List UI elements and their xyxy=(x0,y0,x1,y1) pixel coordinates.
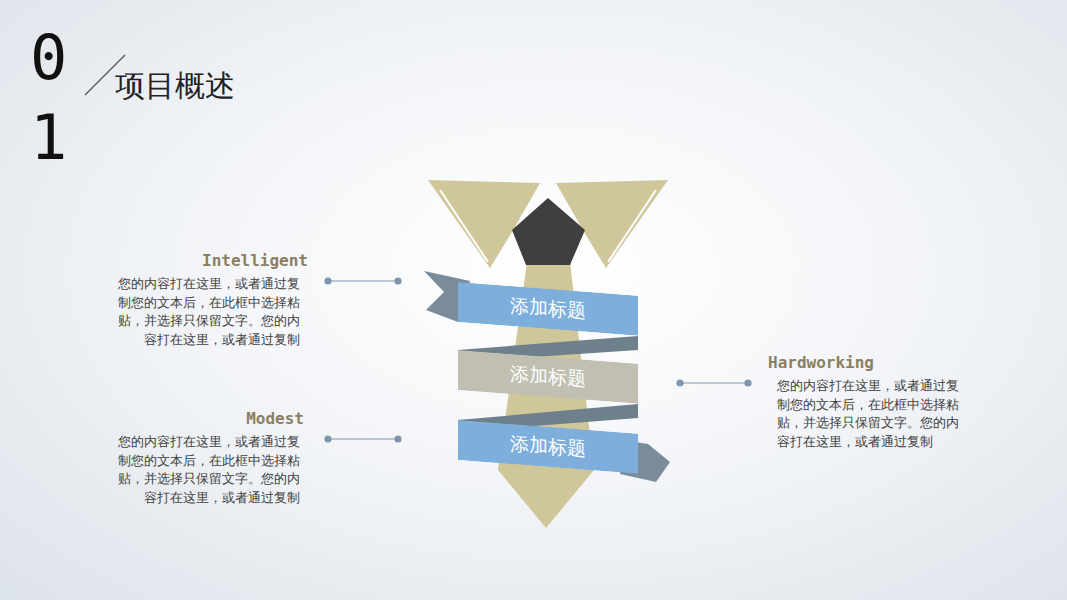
point-heading: Intelligent xyxy=(202,251,308,270)
point-body: 您的内容打在这里，或者通过复制您的文本后，在此框中选择粘贴，并选择只保留文字。您… xyxy=(108,275,300,349)
ribbon-texts: 添加标题 xyxy=(458,420,638,474)
ribbon-texts: 添加标题 xyxy=(458,350,638,404)
slide-title: 项目概述 xyxy=(115,66,235,107)
ribbon-band: 添加标题 xyxy=(458,282,638,336)
ribbon-band: 添加标题 xyxy=(458,350,638,404)
leader-lines xyxy=(325,278,751,442)
point-body: 您的内容打在这里，或者通过复制您的文本后，在此框中选择粘贴，并选择只保留文字。您… xyxy=(108,433,300,507)
collar-edge xyxy=(440,190,488,262)
ribbon-texts: 添加标题 xyxy=(458,282,638,336)
point-body: 您的内容打在这里，或者通过复制您的文本后，在此框中选择粘贴，并选择只保留文字。您… xyxy=(777,377,969,451)
section-number: 01 xyxy=(30,18,74,178)
point-heading: Modest xyxy=(246,409,304,428)
collar-edge xyxy=(608,190,656,262)
point-heading: Hardworking xyxy=(768,353,874,372)
tie-knot xyxy=(512,198,585,265)
ribbon-band: 添加标题 xyxy=(458,420,638,474)
ribbon-label: 添加标题 xyxy=(510,361,586,393)
ribbon-label: 添加标题 xyxy=(510,431,586,463)
ribbon-label: 添加标题 xyxy=(510,293,586,325)
